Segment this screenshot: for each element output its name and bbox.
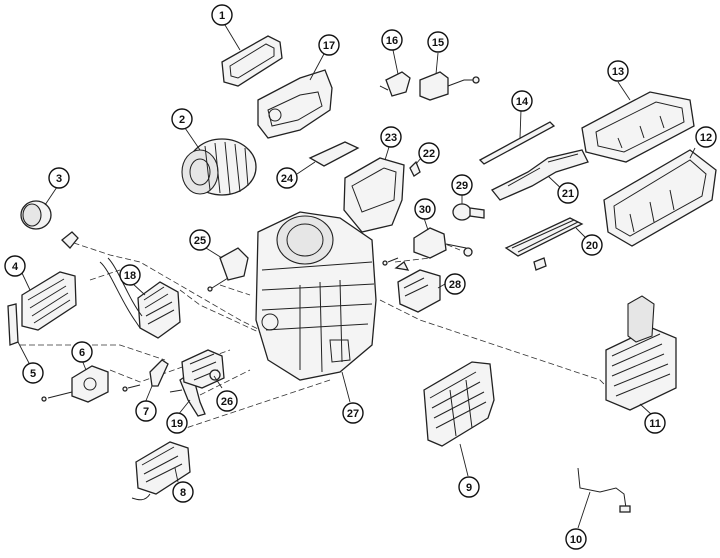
svg-text:26: 26 [221,396,233,408]
part-flap-plate [296,141,360,175]
part-link-gear [181,349,225,389]
part-evaporator [605,295,677,416]
svg-text:1: 1 [219,10,225,22]
callout-1: 1 [211,4,233,26]
callout-30: 30 [414,198,436,220]
callout-10: 10 [565,528,587,550]
svg-text:22: 22 [423,148,435,160]
part-aspirator [452,195,485,221]
callout-18: 18 [119,264,141,286]
callout-23: 23 [380,126,402,148]
part-upper-tray [581,81,695,163]
svg-text:14: 14 [516,96,529,108]
svg-text:28: 28 [449,279,461,291]
svg-text:10: 10 [570,534,582,546]
callout-8: 8 [172,481,194,503]
part-air-mix-actuator [397,269,446,313]
callout-5: 5 [22,362,44,384]
svg-text:20: 20 [586,240,598,252]
part-resistor-disc [20,186,58,230]
svg-text:24: 24 [281,173,294,185]
svg-text:13: 13 [612,66,624,78]
callout-16: 16 [381,29,403,51]
callout-27: 27 [342,402,364,424]
callout-29: 29 [451,174,473,196]
callout-20: 20 [581,234,603,256]
svg-text:9: 9 [466,482,472,494]
part-gasket-frame [221,24,283,87]
svg-text:19: 19 [171,418,183,430]
svg-text:6: 6 [79,347,85,359]
screws [41,257,399,402]
callout-22: 22 [418,142,440,164]
callout-19: 19 [166,412,188,434]
callout-9: 9 [458,476,480,498]
part-thermistor-wire [577,467,631,529]
part-screw-clip [394,261,410,271]
callout-17: 17 [318,34,340,56]
svg-text:8: 8 [180,487,186,499]
callout-24: 24 [276,167,298,189]
part-water-valve [413,217,473,259]
svg-text:4: 4 [12,261,19,273]
part-main-case [255,211,377,403]
part-link-lever [144,359,169,404]
svg-text:30: 30 [419,204,431,216]
part-cabin-filter [21,271,77,331]
svg-text:23: 23 [385,132,397,144]
part-blower-motor [181,127,257,196]
callouts: 1 2 3 4 5 6 7 8 9 10 11 12 13 14 15 16 1… [4,4,717,550]
part-lower-tray [603,147,717,247]
part-outlet-grille [423,361,495,477]
svg-text:27: 27 [347,408,359,420]
callout-7: 7 [135,400,157,422]
part-heater-core [99,257,181,339]
part-filter-cover [7,303,31,366]
callout-15: 15 [427,31,449,53]
part-sensor-bracket-2 [419,52,480,101]
callout-2: 2 [171,108,193,130]
part-intake-duct [131,441,191,501]
part-damper-strip [504,217,592,271]
callout-21: 21 [557,182,579,204]
svg-text:7: 7 [143,406,149,418]
part-temp-sensor [379,49,411,97]
part-door-shaft [490,149,589,201]
callout-11: 11 [644,412,666,434]
callout-6: 6 [71,341,93,363]
part-spring-clip [409,157,422,177]
svg-text:29: 29 [456,180,468,192]
part-sensor-bracket [205,247,249,289]
part-mode-actuator [47,359,109,403]
callout-4: 4 [4,255,26,277]
svg-text:2: 2 [179,114,185,126]
callout-3: 3 [48,167,70,189]
svg-text:16: 16 [386,35,398,47]
part-defrost-duct [343,146,405,233]
callout-12: 12 [695,126,717,148]
svg-text:25: 25 [194,235,206,247]
svg-text:5: 5 [30,368,36,380]
callout-25: 25 [189,229,211,251]
part-control-rod [478,109,556,165]
svg-text:12: 12 [700,132,712,144]
svg-text:11: 11 [649,418,661,430]
svg-text:3: 3 [56,173,62,185]
svg-text:18: 18 [124,270,136,282]
svg-text:21: 21 [562,188,574,200]
callout-14: 14 [511,90,533,112]
part-clip-small [61,231,79,249]
callout-28: 28 [444,273,466,295]
callout-26: 26 [216,390,238,412]
svg-text:17: 17 [323,40,335,52]
callout-13: 13 [607,60,629,82]
svg-text:15: 15 [432,37,444,49]
part-blower-case [257,51,333,139]
